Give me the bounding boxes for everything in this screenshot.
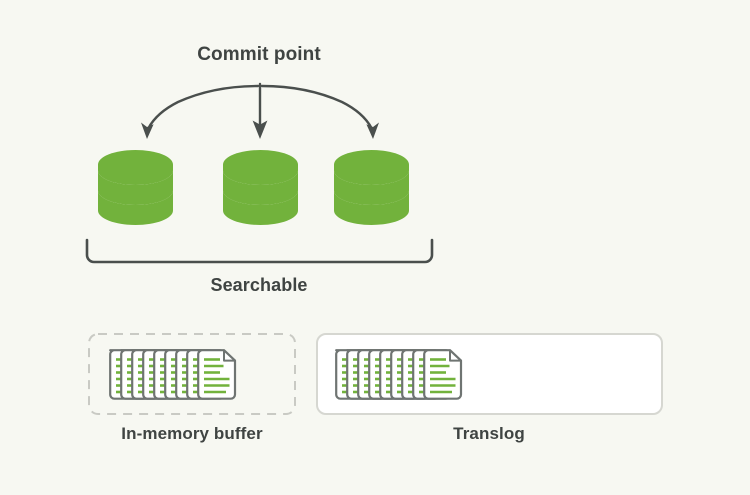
translog-documents	[336, 350, 461, 399]
segment-cylinder-2	[223, 150, 298, 225]
segment-cylinder-3	[334, 150, 409, 225]
searchable-label: Searchable	[210, 275, 308, 295]
translog-label: Translog	[453, 424, 525, 443]
arrow-to-segment-1	[141, 84, 260, 139]
segment-group	[98, 150, 409, 225]
in-memory-buffer-panel	[88, 333, 296, 415]
commit-point-arrows	[141, 82, 379, 139]
in-memory-buffer-documents	[110, 350, 235, 399]
arrow-to-segment-3	[260, 84, 379, 139]
segment-cylinder-1	[98, 150, 173, 225]
commit-point-label: Commit point	[197, 44, 321, 65]
searchable-bracket	[85, 238, 434, 264]
in-memory-buffer-label: In-memory buffer	[121, 424, 263, 443]
arrow-to-segment-2	[252, 82, 268, 139]
